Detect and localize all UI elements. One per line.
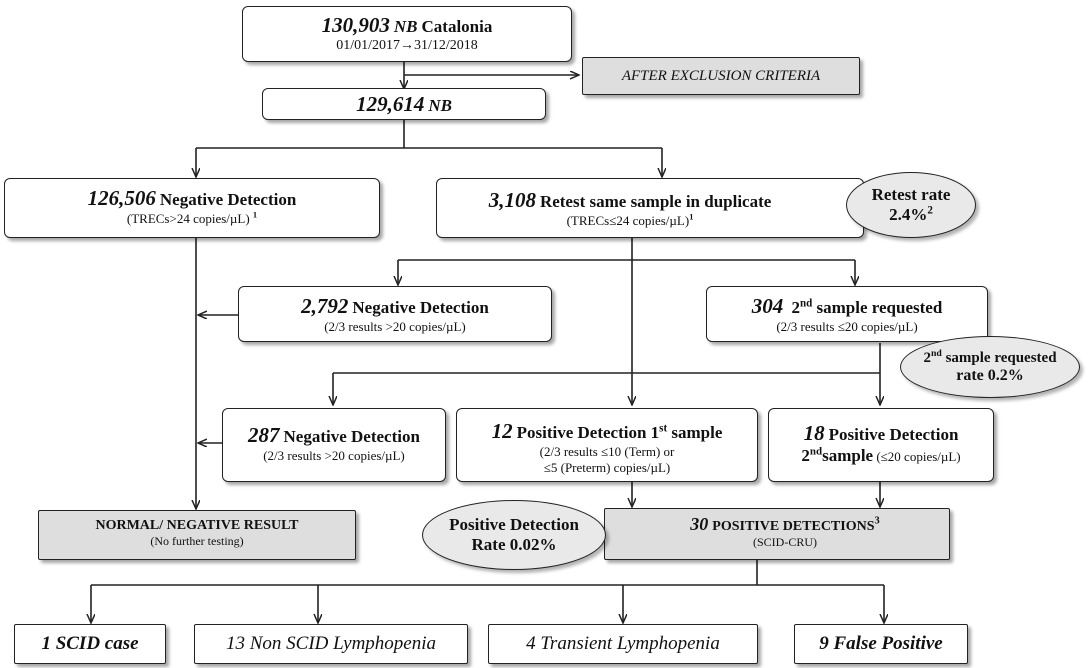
- retest-rate-value: 2.4%: [889, 205, 928, 224]
- total-period: 01/01/2017→31/12/2018: [336, 38, 478, 53]
- pos2-count: 18: [803, 421, 825, 445]
- posrate-line2: Rate 0.02%: [471, 535, 557, 554]
- neg1-count: 126,506: [87, 186, 156, 210]
- box-negative-detection-2: 2,792 Negative Detection (2/3 results >2…: [238, 286, 552, 342]
- neg1-detail: (TRECs>24 copies/µL): [126, 211, 250, 226]
- box-positive-detection-1: 12 Positive Detection 1st sample (2/3 re…: [456, 408, 758, 482]
- second-sample-rate-ellipse: 2nd sample requested rate 0.2%: [900, 336, 1080, 398]
- outcome-label-3: 4 Transient Lymphopenia: [526, 633, 720, 654]
- box-after-exclusion: 129,614 NB: [262, 88, 546, 120]
- pos2-label: Positive Detection: [828, 425, 959, 444]
- secreq-label-post: sample requested: [812, 298, 943, 317]
- box-positive-detection-2: 18 Positive Detection 2ndsample (≤20 cop…: [768, 408, 994, 482]
- secrate-sup: nd: [930, 347, 942, 359]
- pos2-line2-detail: (≤20 copies/µL): [873, 449, 961, 464]
- pos2-line2-sup: nd: [809, 445, 823, 458]
- retest-rate-label: Retest rate: [871, 185, 951, 204]
- after-count: 129,614: [356, 92, 425, 116]
- neg2-detail: (2/3 results >20 copies/µL): [324, 319, 466, 334]
- pos2-line2-pre: 2: [801, 446, 810, 465]
- retest-rate-note: 2: [927, 204, 933, 217]
- pos2-line2-bold: sample: [822, 446, 874, 465]
- neg2-count: 2,792: [301, 294, 349, 318]
- neg3-detail: (2/3 results >20 copies/µL): [263, 448, 405, 463]
- box-normal-negative-result: NORMAL/ NEGATIVE RESULT (No further test…: [38, 510, 356, 560]
- box-negative-detection-3: 287 Negative Detection (2/3 results >20 …: [222, 408, 446, 482]
- secrate-line2: rate 0.2%: [956, 366, 1024, 384]
- retest-detail: (TRECs≤24 copies/µL): [566, 213, 690, 228]
- neg2-label: Negative Detection: [352, 298, 489, 317]
- normal-detail: (No further testing): [150, 534, 244, 548]
- normal-title: NORMAL/ NEGATIVE RESULT: [95, 518, 299, 533]
- neg3-label: Negative Detection: [283, 427, 420, 446]
- retest-rate-ellipse: Retest rate 2.4%2: [846, 172, 976, 238]
- pos1-label-post: sample: [667, 423, 723, 442]
- positive-rate-ellipse: Positive Detection Rate 0.02%: [422, 500, 606, 570]
- after-nb-label: NB: [428, 96, 452, 115]
- pos1-count: 12: [491, 419, 513, 443]
- pos1-detail-1: (2/3 results ≤10 (Term) or: [539, 444, 675, 459]
- box-positive-detections: 30 POSITIVE DETECTIONS3 (SCID-CRU): [604, 508, 950, 560]
- outcome-label-4: 9 False Positive: [819, 633, 943, 654]
- total-count: 130,903: [321, 13, 390, 37]
- retest-count: 3,108: [488, 188, 536, 212]
- exclusion-label: AFTER EXCLUSION CRITERIA: [621, 68, 821, 84]
- posrate-line1: Positive Detection: [449, 515, 579, 534]
- outcome-label-2: 13 Non SCID Lymphopenia: [225, 633, 436, 654]
- secrate-pre: 2: [923, 349, 931, 366]
- box-exclusion-criteria: AFTER EXCLUSION CRITERIA: [582, 57, 860, 95]
- retest-note: 1: [689, 211, 694, 222]
- secreq-detail: (2/3 results ≤20 copies/µL): [776, 319, 918, 334]
- secreq-label-pre: 2: [791, 298, 800, 317]
- secreq-label-sup: nd: [799, 297, 813, 310]
- total-region: Catalonia: [421, 17, 493, 36]
- box-second-sample-requested: 304 2nd sample requested (2/3 results ≤2…: [706, 286, 988, 342]
- neg3-count: 287: [248, 423, 280, 447]
- positives-detail: (SCID-CRU): [752, 535, 817, 549]
- pos1-label-sup: st: [659, 422, 668, 435]
- box-total-newborns: 130,903 NB Catalonia 01/01/2017→31/12/20…: [242, 6, 572, 62]
- secreq-count: 304: [751, 294, 784, 318]
- outcome-label-1: 1 SCID case: [41, 633, 139, 654]
- secrate-post: sample requested: [941, 349, 1057, 366]
- neg1-note: 1: [252, 209, 258, 220]
- positives-count: 30: [690, 514, 709, 534]
- pos1-detail-2: ≤5 (Preterm) copies/µL): [543, 460, 671, 475]
- total-nb-label: NB: [393, 17, 418, 36]
- positives-note: 3: [874, 515, 880, 527]
- outcome-box-4: 9 False Positive: [794, 624, 968, 664]
- retest-label: Retest same sample in duplicate: [539, 192, 772, 211]
- outcome-box-1: 1 SCID case: [14, 624, 166, 664]
- neg1-label: Negative Detection: [159, 190, 297, 209]
- outcome-box-2: 13 Non SCID Lymphopenia: [194, 624, 468, 664]
- box-negative-detection-1: 126,506 Negative Detection (TRECs>24 cop…: [4, 178, 380, 238]
- pos1-label-pre: Positive Detection 1: [516, 423, 660, 442]
- positives-label: POSITIVE DETECTIONS: [712, 519, 875, 534]
- box-retest: 3,108 Retest same sample in duplicate (T…: [436, 178, 864, 238]
- outcome-box-3: 4 Transient Lymphopenia: [488, 624, 758, 664]
